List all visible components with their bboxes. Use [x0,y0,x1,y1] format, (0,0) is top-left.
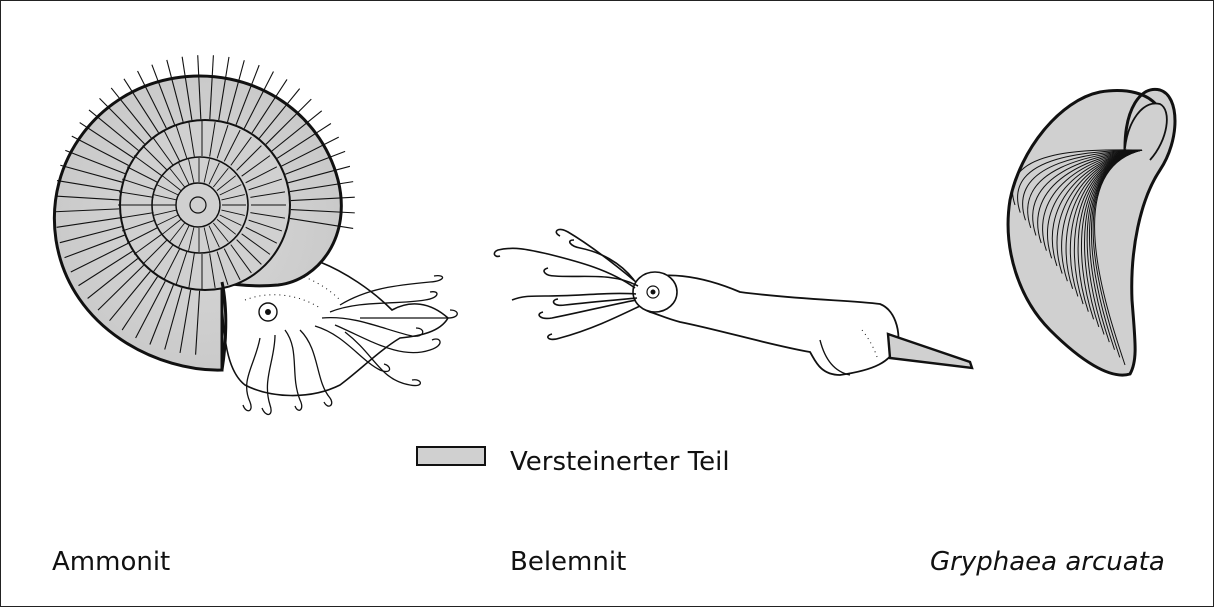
gryphaea-shell-illustration [1008,89,1175,375]
label-belemnit: Belemnit [510,549,626,575]
label-gryphaea: Gryphaea arcuata [930,549,1165,575]
belemnite-illustration [494,229,972,375]
label-ammonit: Ammonit [52,549,170,575]
ammonite-illustration [54,55,457,414]
legend-label: Versteinerter Teil [510,449,730,475]
legend-swatch [416,446,486,466]
